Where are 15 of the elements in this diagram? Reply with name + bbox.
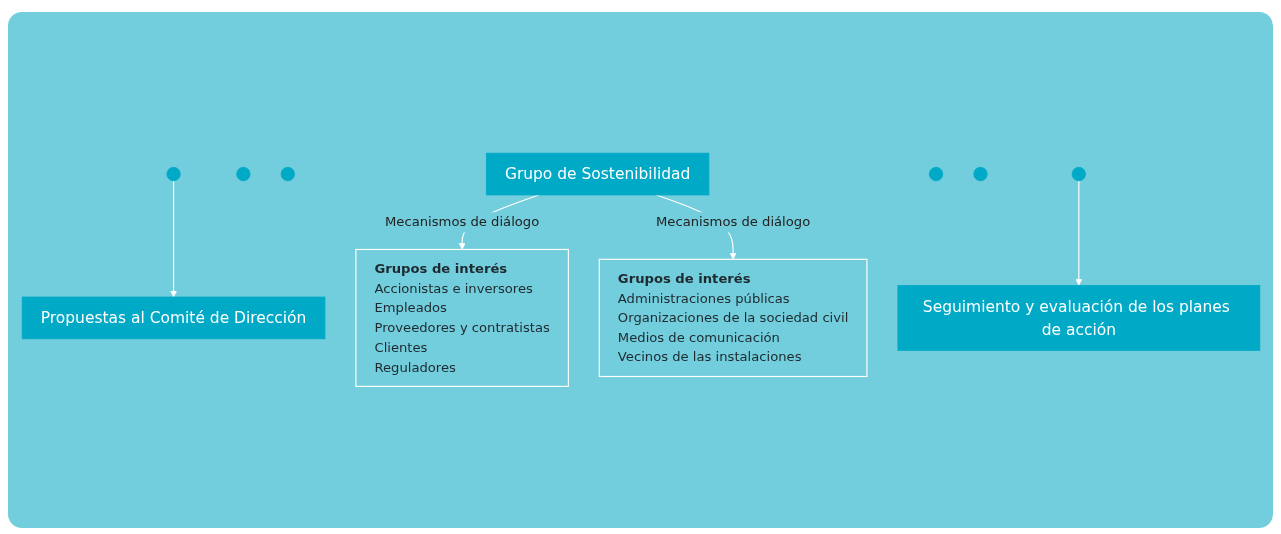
node-box: Grupos de interés Administraciones públicas Organizaciones de la sociedad civil Medios de comunicación Vecinos de las instalaciones	[598, 258, 867, 378]
node-circle	[1071, 167, 1086, 182]
node-circle	[928, 167, 943, 182]
edge-label: Mecanismos de diálogo	[384, 214, 539, 230]
node-circle	[280, 167, 295, 182]
edge-label: Mecanismos de diálogo	[655, 214, 810, 230]
node-box: Grupo de Sostenibilidad	[485, 153, 709, 196]
node-circle	[235, 167, 250, 182]
arrow	[169, 180, 177, 298]
arrow	[1074, 180, 1082, 286]
node-box: Grupos de interés Accionistas e inversores Empleados Proveedores y contratistas Clientes Reguladores	[354, 249, 569, 388]
node-circle	[972, 167, 988, 182]
node-circle	[165, 167, 181, 182]
node-box: Propuestas al Comité de Dirección	[21, 296, 325, 340]
node-box: Seguimiento y evaluación de los planes de acción	[897, 285, 1260, 351]
